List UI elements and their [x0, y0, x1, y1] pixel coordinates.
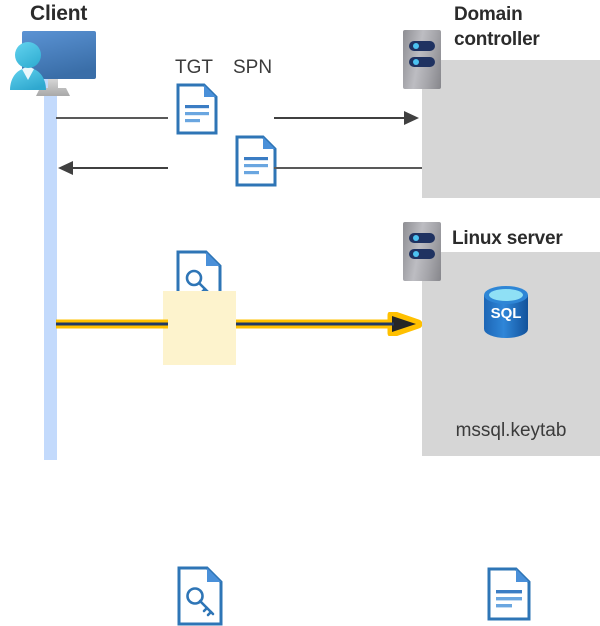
message-present-ticket-arrow — [56, 310, 423, 341]
client-lifeline — [44, 78, 57, 460]
message-response-ticket-arrow — [56, 158, 422, 183]
message-request-tgt-spn-arrow — [56, 108, 422, 133]
keytab-filename-label: mssql.keytab — [455, 420, 567, 441]
spn-label: SPN — [233, 57, 273, 78]
linux-server-icon — [403, 222, 441, 281]
domain-controller-panel — [422, 60, 600, 198]
svg-text:SQL: SQL — [491, 305, 522, 322]
spn-document-icon — [235, 135, 600, 187]
presented-ticket-key-document-icon — [177, 566, 600, 626]
linux-server-panel — [422, 252, 600, 456]
service-ticket-highlight-box — [163, 291, 236, 365]
client-title: Client — [30, 2, 88, 25]
tgt-document-icon — [176, 83, 600, 135]
linux-server-title: Linux server — [452, 228, 563, 249]
sql-database-icon: SQL — [481, 285, 531, 346]
diagram-canvas: Client — [4, 2, 600, 626]
client-workstation-icon — [4, 28, 100, 111]
domain-controller-title: Domain controller — [454, 4, 540, 50]
tgt-label: TGT — [175, 57, 213, 78]
domain-controller-server-icon — [403, 30, 441, 89]
